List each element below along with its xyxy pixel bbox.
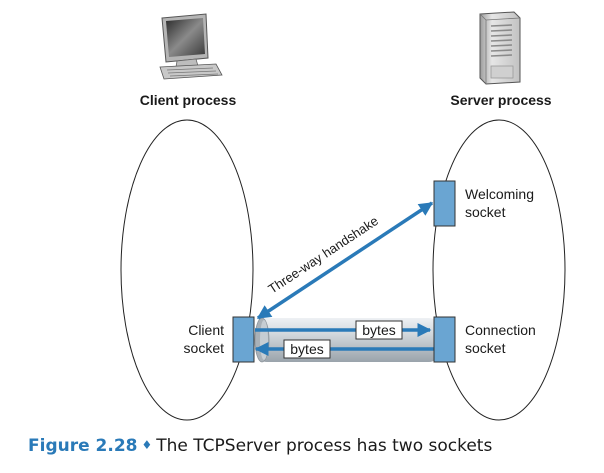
figure-caption: Figure 2.28♦The TCPServer process has tw… — [28, 436, 492, 456]
handshake-arrow — [256, 201, 434, 320]
figure-number: Figure 2.28 — [28, 436, 138, 456]
server-process-label: Server process — [450, 92, 551, 108]
server-tower-icon — [479, 11, 521, 85]
bytes-left-label: bytes — [290, 341, 323, 357]
bytes-left-box — [283, 339, 331, 359]
client-socket — [232, 316, 255, 363]
welcoming-socket-label-line1: Welcoming — [465, 186, 534, 202]
diamond-separator-icon: ♦ — [141, 438, 153, 452]
welcoming-socket-label-line2: socket — [465, 204, 506, 220]
handshake-label: Three-way handshake — [265, 213, 381, 297]
desktop-computer-icon — [159, 13, 223, 80]
bytes-right-box — [355, 320, 403, 340]
connection-socket-label-line2: socket — [465, 340, 506, 356]
connection-socket-label-line1: Connection — [465, 322, 536, 338]
bytes-right-label: bytes — [362, 322, 395, 338]
server-process-ellipse — [432, 119, 566, 421]
client-process-label: Client process — [140, 92, 237, 108]
caption-text: The TCPServer process has two sockets — [156, 436, 493, 456]
client-process-ellipse — [120, 119, 254, 421]
connection-socket — [433, 316, 456, 363]
client-socket-label-line1: Client — [188, 322, 224, 338]
tcp-connection-pipe — [254, 317, 439, 363]
welcoming-socket — [433, 180, 456, 227]
client-socket-label-line2: socket — [184, 340, 225, 356]
